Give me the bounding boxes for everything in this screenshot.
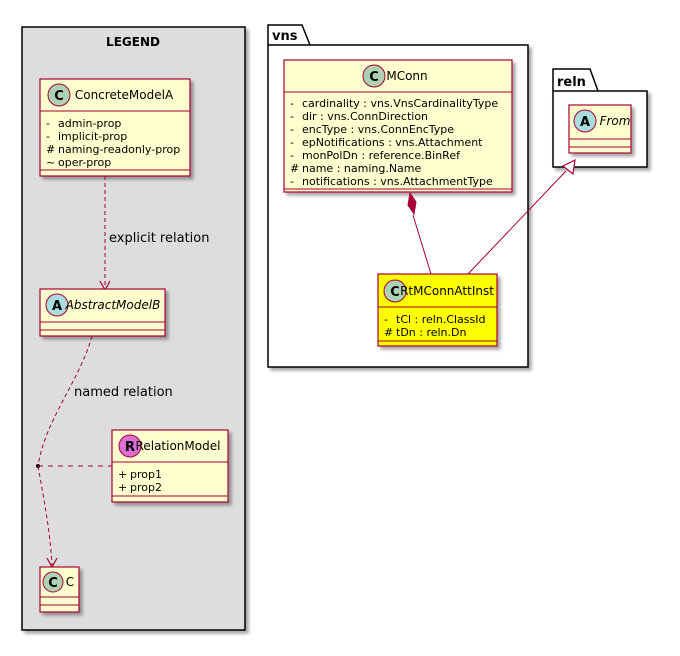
abstract-circle-icon xyxy=(573,109,597,133)
package-title: reln xyxy=(557,75,586,90)
class-from[interactable]: A From xyxy=(568,104,632,154)
attr-text: prop1 xyxy=(130,468,162,481)
class-concrete-model-a[interactable]: C ConcreteModelA - admin-prop - implicit… xyxy=(39,78,191,177)
class-circle-icon xyxy=(47,83,71,107)
attr-text: tCl : reln.ClassId xyxy=(396,313,486,326)
package-reln: reln A From xyxy=(552,68,648,168)
inheritance-triangle xyxy=(561,158,576,176)
stereotype-letter: A xyxy=(580,115,590,130)
named-relation-label: named relation xyxy=(74,385,173,400)
inheritance-link xyxy=(467,158,576,275)
class-abstract-model-b[interactable]: A AbstractModelB xyxy=(39,288,166,337)
class-circle-icon xyxy=(42,571,64,593)
attr-vis: - xyxy=(384,313,388,326)
attr-text: admin-prop xyxy=(58,117,121,130)
relation-circle-icon xyxy=(118,434,142,458)
stereotype-letter: C xyxy=(390,285,400,300)
attr-vis: - xyxy=(46,130,50,143)
attr-vis: - xyxy=(290,136,294,149)
legend-title: LEGEND xyxy=(106,35,160,49)
explicit-relation-label: explicit relation xyxy=(109,231,209,246)
attr-vis: - xyxy=(290,110,294,123)
stereotype-letter: C xyxy=(369,70,379,85)
class-name: MConn xyxy=(386,69,427,83)
attr-vis: - xyxy=(290,97,294,110)
attr-vis: + xyxy=(118,481,127,494)
attr-text: name : naming.Name xyxy=(302,162,422,175)
stereotype-letter: C xyxy=(48,576,58,591)
package-vns: vns C MConn - cardinality : vns.VnsCardi… xyxy=(267,24,529,368)
composition-link xyxy=(407,191,432,275)
attr-vis: # xyxy=(46,143,55,156)
attr-vis: - xyxy=(46,117,50,130)
class-circle-icon xyxy=(362,64,386,88)
attr-text: implicit-prop xyxy=(58,130,127,143)
attr-text: oper-prop xyxy=(58,156,111,169)
class-name: RelationModel xyxy=(136,439,221,453)
attr-vis: # xyxy=(290,162,299,175)
attr-text: monPolDn : reference.BinRef xyxy=(302,149,461,162)
class-circle-icon xyxy=(383,279,407,303)
class-name: RtMConnAttInst xyxy=(400,284,494,298)
attr-text: prop2 xyxy=(130,481,162,494)
attr-vis: # xyxy=(384,326,393,339)
class-c[interactable]: C C xyxy=(39,566,80,613)
class-name: From xyxy=(600,114,631,128)
composition-diamond xyxy=(407,191,417,216)
attr-text: notifications : vns.AttachmentType xyxy=(302,175,493,188)
class-name: C xyxy=(66,575,74,589)
legend-panel: LEGEND C ConcreteModelA - admin-prop - i… xyxy=(21,26,246,631)
class-relation-model[interactable]: R RelationModel + prop1 + prop2 xyxy=(111,429,229,503)
stereotype-letter: C xyxy=(54,89,64,104)
class-name: AbstractModelB xyxy=(65,298,161,312)
attr-vis: - xyxy=(290,123,294,136)
class-mconn[interactable]: C MConn - cardinality : vns.VnsCardinali… xyxy=(283,59,513,193)
attr-vis: - xyxy=(290,149,294,162)
stereotype-letter: R xyxy=(125,440,135,455)
attr-text: cardinality : vns.VnsCardinalityType xyxy=(302,97,498,110)
attr-vis: + xyxy=(118,468,127,481)
attr-text: encType : vns.ConnEncType xyxy=(302,123,454,136)
attr-vis: ~ xyxy=(46,156,55,169)
attr-text: dir : vns.ConnDirection xyxy=(302,110,428,123)
attr-text: naming-readonly-prop xyxy=(58,143,180,156)
class-rtmconn-att-inst[interactable]: C RtMConnAttInst - tCl : reln.ClassId # … xyxy=(377,273,498,347)
attr-text: epNotifications : vns.Attachment xyxy=(302,136,483,149)
package-title: vns xyxy=(272,29,298,44)
class-name: ConcreteModelA xyxy=(75,88,174,102)
abstract-circle-icon xyxy=(45,293,69,317)
stereotype-letter: A xyxy=(52,299,62,314)
attr-text: tDn : reln.Dn xyxy=(396,326,466,339)
attr-vis: - xyxy=(290,175,294,188)
